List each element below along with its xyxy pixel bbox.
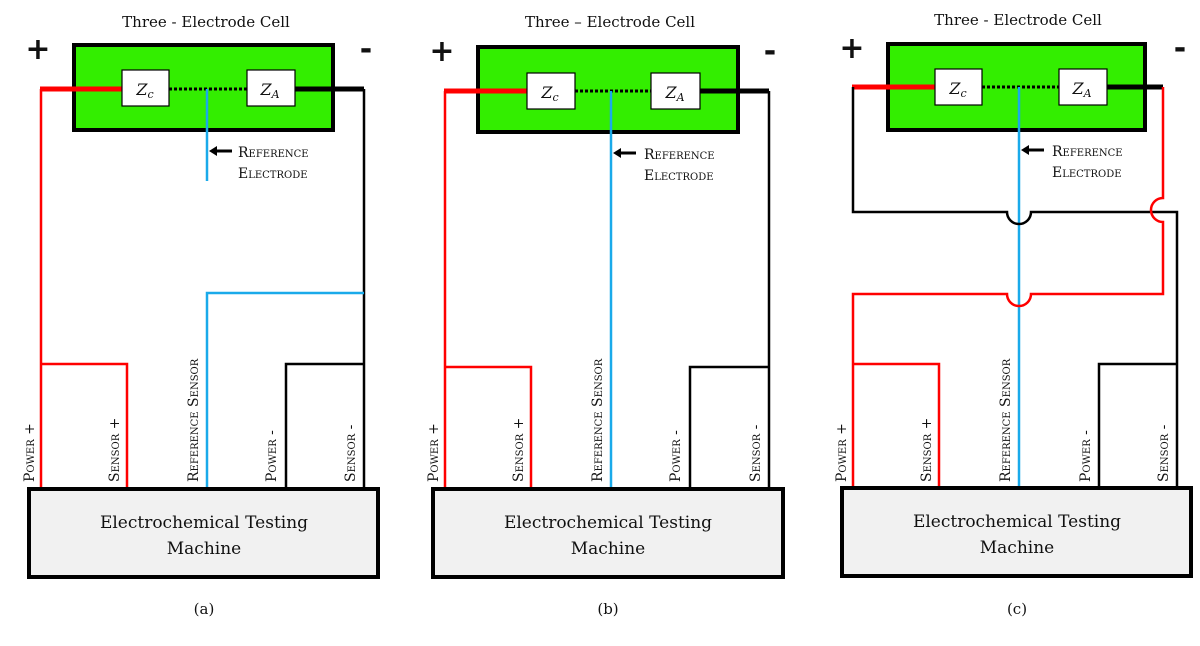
power-minus-label: Power - (668, 430, 684, 482)
cathode-impedance-label: Zc (540, 83, 558, 104)
power-minus-wire (1097, 362, 1177, 488)
power-minus-wire (688, 365, 769, 488)
reference-electrode-label-line1: Reference (238, 145, 309, 161)
cell-title: Three - Electrode Cell (122, 13, 290, 31)
machine-label-line2: Machine (980, 538, 1054, 558)
panel-caption: (b) (597, 600, 618, 618)
machine-label-line1: Electrochemical Testing (504, 513, 712, 533)
machine-label-line2: Machine (571, 539, 645, 559)
panel-b: Three – Electrode Cell + - Zc ZA Referen… (426, 13, 785, 618)
reference-electrode-label-line2: Electrode (1052, 165, 1122, 181)
panel-c: Three - Electrode Cell + - Zc ZA Referen… (834, 11, 1193, 618)
plus-terminal-sign: + (839, 31, 864, 66)
anode-impedance-box (1058, 68, 1108, 106)
cathode-impedance-label: Zc (948, 79, 966, 100)
testing-machine-box (27, 487, 380, 579)
arrow-left-icon (1021, 145, 1044, 155)
sensor-plus-label: Sensor + (511, 418, 527, 482)
sensor-minus-label: Sensor - (343, 424, 359, 482)
power-plus-label: Power + (834, 423, 850, 482)
cathode-impedance-label: Zc (135, 80, 153, 101)
reference-electrode-label-line2: Electrode (644, 168, 714, 184)
reference-sensor-label: Reference Sensor (590, 358, 606, 482)
machine-label-line1: Electrochemical Testing (100, 513, 308, 533)
anode-impedance-label: ZA (664, 83, 684, 104)
reference-sensor-label: Reference Sensor (186, 358, 202, 482)
plus-terminal-sign: + (25, 32, 50, 67)
reference-electrode-label-line1: Reference (644, 147, 715, 163)
power-plus-label: Power + (426, 423, 442, 482)
anode-impedance-box (246, 69, 296, 107)
reference-electrode-label-line2: Electrode (238, 166, 308, 182)
reference-sensor-wire (205, 291, 364, 488)
anode-to-positive-wire (851, 87, 1165, 488)
panel-a: Three - Electrode Cell + - Zc ZA Referen… (22, 13, 380, 618)
minus-terminal-sign: - (1174, 31, 1186, 66)
power-minus-label: Power - (264, 430, 280, 482)
arrow-left-icon (613, 148, 636, 158)
panel-caption: (c) (1007, 600, 1027, 618)
plus-terminal-sign: + (429, 34, 454, 69)
anode-impedance-label: ZA (1071, 79, 1091, 100)
cathode-impedance-box (934, 68, 983, 106)
power-minus-wire (284, 362, 364, 488)
reference-sensor-label: Reference Sensor (998, 358, 1014, 482)
cathode-impedance-box (526, 72, 576, 110)
cathode-impedance-box (121, 69, 170, 107)
minus-terminal-sign: - (764, 34, 776, 69)
anode-impedance-box (650, 72, 701, 110)
anode-impedance-label: ZA (259, 80, 279, 101)
minus-terminal-sign: - (360, 32, 372, 67)
panel-caption: (a) (194, 600, 215, 618)
sensor-plus-label: Sensor + (919, 418, 935, 482)
sensor-plus-wire (445, 365, 533, 488)
reference-electrode-label-line1: Reference (1052, 144, 1123, 160)
machine-label-line1: Electrochemical Testing (913, 512, 1121, 532)
sensor-minus-label: Sensor - (1156, 424, 1172, 482)
cell-title: Three - Electrode Cell (934, 11, 1102, 29)
sensor-plus-wire (41, 362, 129, 488)
power-plus-label: Power + (22, 423, 38, 482)
arrow-left-icon (209, 146, 232, 156)
cathode-to-negative-wire (851, 87, 1179, 488)
sensor-plus-label: Sensor + (107, 418, 123, 482)
testing-machine-box (431, 487, 785, 579)
sensor-plus-wire (853, 362, 941, 488)
machine-label-line2: Machine (167, 539, 241, 559)
power-minus-label: Power - (1078, 430, 1094, 482)
testing-machine-box (840, 486, 1193, 578)
sensor-minus-label: Sensor - (748, 424, 764, 482)
cell-title: Three – Electrode Cell (525, 13, 695, 31)
